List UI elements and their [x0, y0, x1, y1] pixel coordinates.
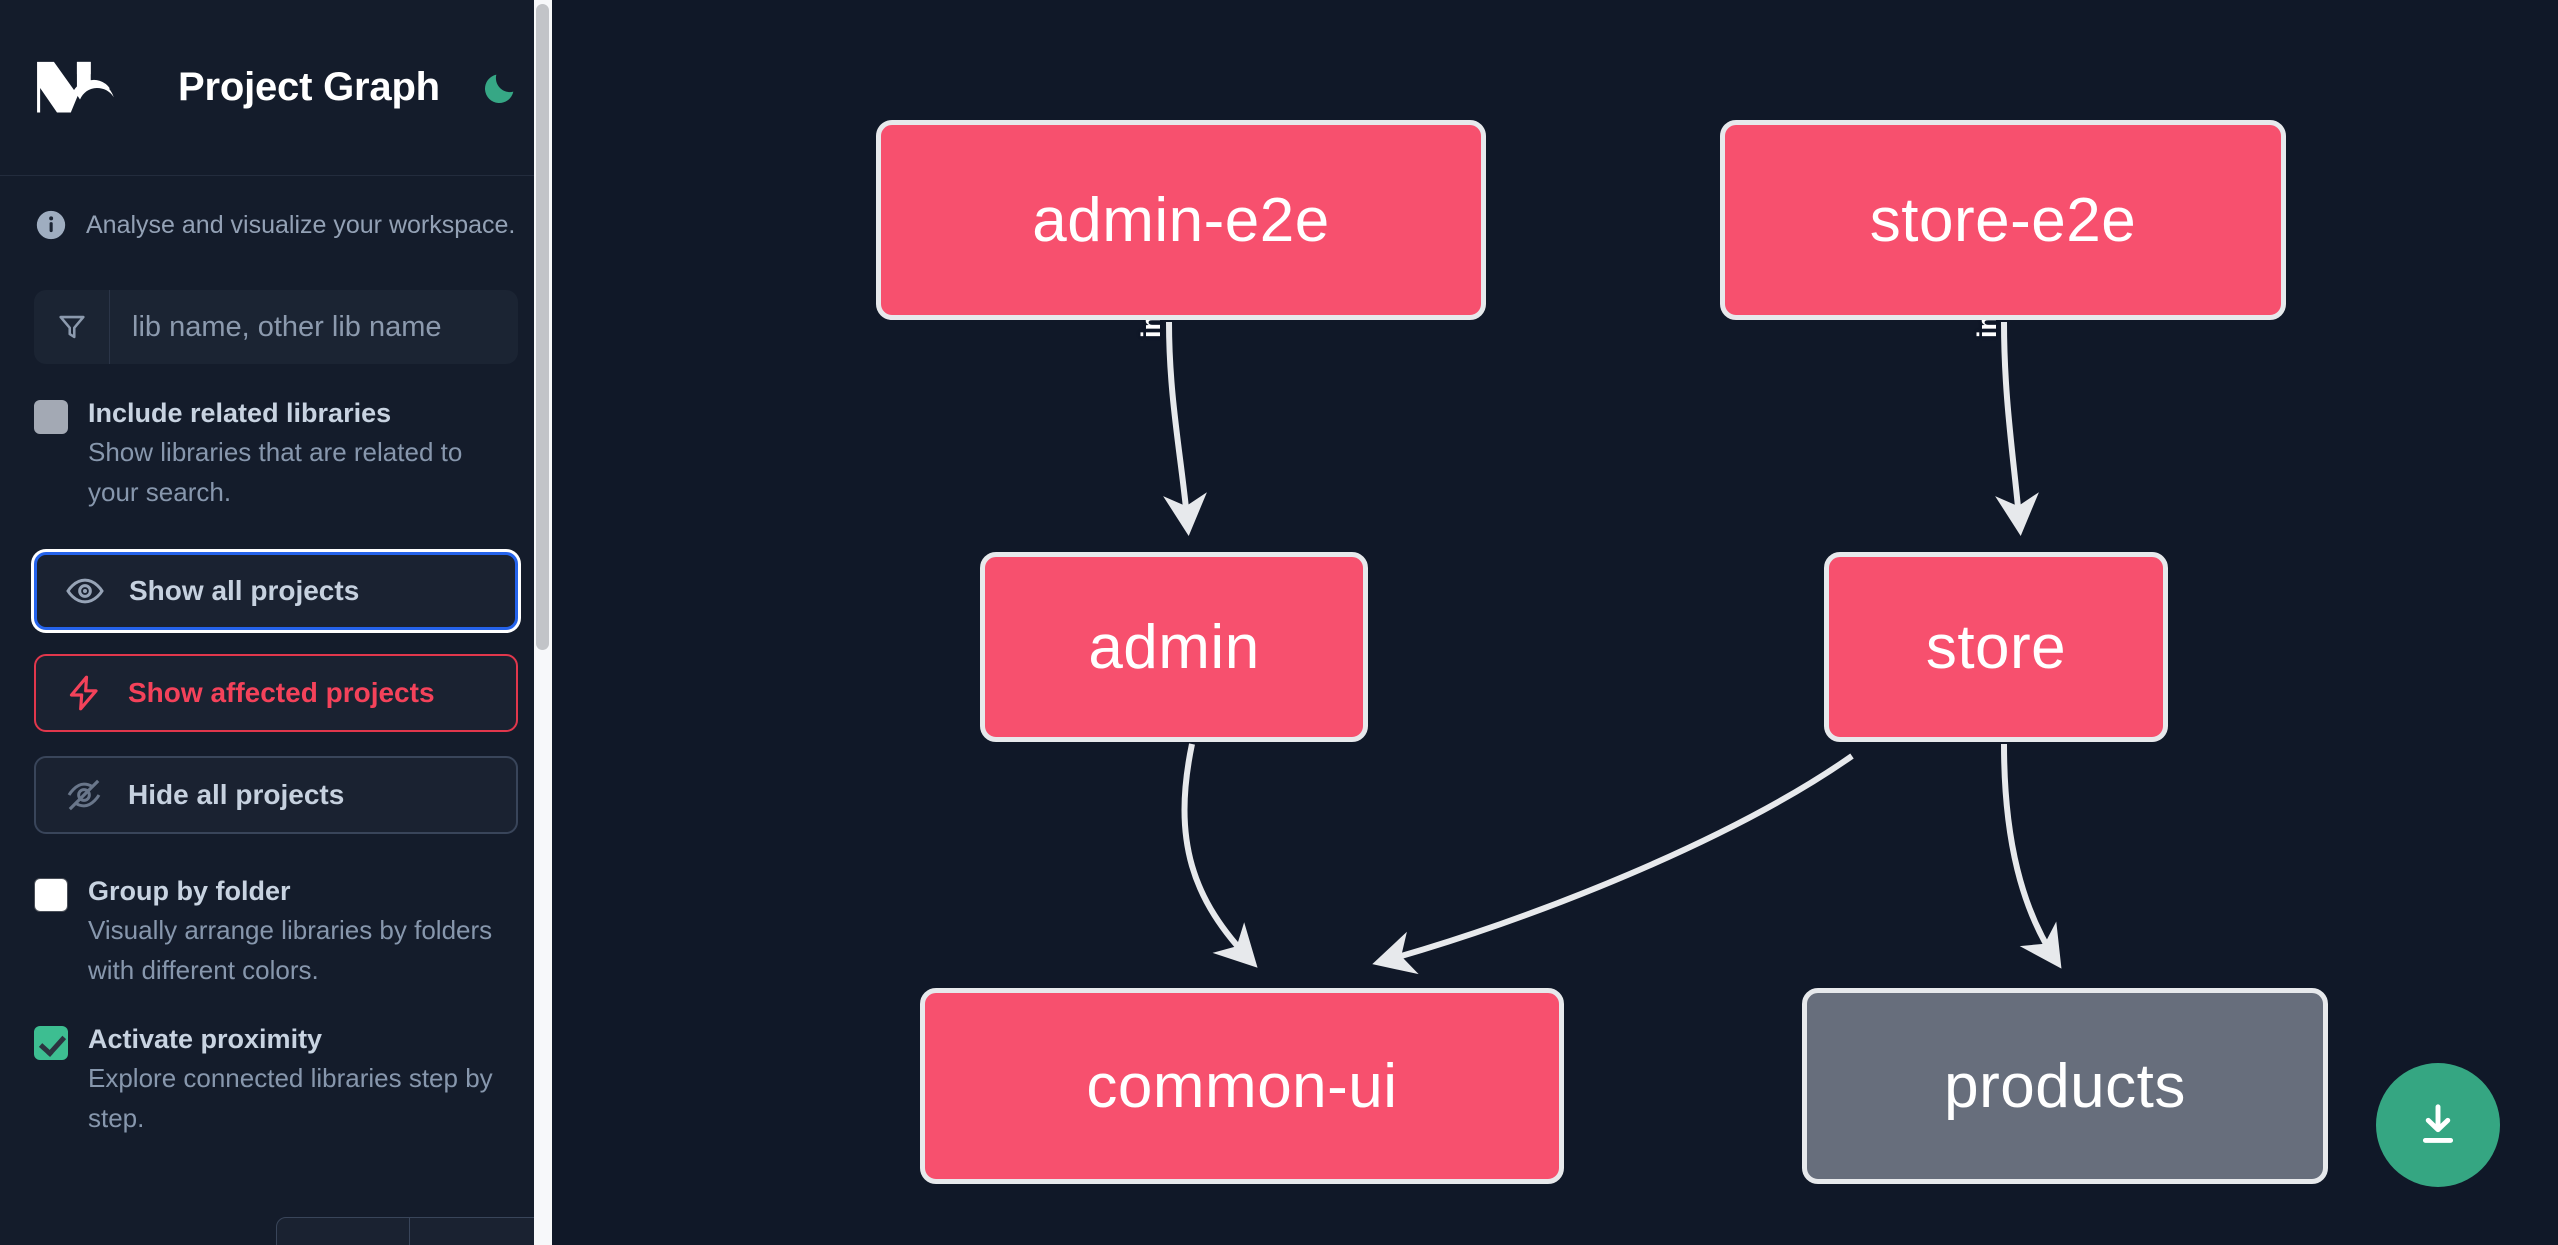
- group-by-folder-label: Group by folder: [88, 876, 291, 906]
- include-related-libraries-checkbox[interactable]: [34, 400, 68, 434]
- include-related-libraries-description: Show libraries that are related to your …: [88, 437, 463, 507]
- sidebar: Project Graph Analyse and visualize your…: [0, 0, 552, 1245]
- hide-all-projects-button[interactable]: Hide all projects: [34, 756, 518, 834]
- info-icon: [34, 208, 68, 242]
- edge-store-products: [2001, 743, 2062, 969]
- edge-admin-common-ui: [1181, 743, 1258, 968]
- search-box[interactable]: [34, 290, 518, 364]
- activate-proximity-checkbox[interactable]: [34, 1026, 68, 1060]
- subtitle-text: Analyse and visualize your workspace.: [86, 210, 516, 239]
- segment-2[interactable]: [410, 1218, 543, 1245]
- node-label: store-e2e: [1869, 185, 2137, 255]
- sidebar-scrollbar-thumb[interactable]: [536, 4, 549, 650]
- activate-proximity-description: Explore connected libraries step by step…: [88, 1063, 493, 1133]
- project-visibility-buttons: Show all projects Show affected projects: [0, 512, 552, 834]
- search-input[interactable]: [110, 290, 518, 364]
- moon-icon[interactable]: [480, 65, 520, 111]
- group-by-folder-description: Visually arrange libraries by folders wi…: [88, 915, 493, 985]
- graph-edges: [1163, 321, 2062, 975]
- eye-off-icon: [64, 775, 104, 815]
- page-title: Project Graph: [178, 65, 440, 109]
- node-label: products: [1944, 1051, 2186, 1121]
- graph-node-store-e2e[interactable]: store-e2e: [1720, 120, 2286, 320]
- edge-store-common-ui: [1372, 753, 1854, 975]
- proximity-step-segmented-control[interactable]: [276, 1217, 552, 1245]
- show-affected-projects-label: Show affected projects: [128, 677, 435, 708]
- checkbox-activate-proximity[interactable]: Activate proximity Explore connected lib…: [0, 990, 552, 1138]
- edge-admin-e2e-admin: [1163, 321, 1207, 536]
- graph-canvas[interactable]: implicit implicit admin-e2e store-e2e ad…: [552, 0, 2558, 1245]
- graph-node-common-ui[interactable]: common-ui: [920, 988, 1564, 1184]
- graph-node-admin-e2e[interactable]: admin-e2e: [876, 120, 1486, 320]
- show-all-projects-label: Show all projects: [129, 575, 360, 606]
- node-label: common-ui: [1086, 1051, 1398, 1121]
- eye-icon: [65, 571, 105, 611]
- download-icon[interactable]: [2376, 1063, 2500, 1187]
- graph-node-store[interactable]: store: [1824, 552, 2168, 742]
- group-by-folder-checkbox[interactable]: [34, 878, 68, 912]
- checkbox-group-by-folder[interactable]: Group by folder Visually arrange librari…: [0, 834, 552, 990]
- node-label: admin: [1088, 612, 1260, 682]
- graph-node-products[interactable]: products: [1802, 988, 2328, 1184]
- graph-node-admin[interactable]: admin: [980, 552, 1368, 742]
- edge-store-e2e-store: [1995, 321, 2039, 536]
- sidebar-header: Project Graph: [0, 0, 552, 176]
- show-affected-projects-button[interactable]: Show affected projects: [34, 654, 518, 732]
- sidebar-scrollbar-track[interactable]: [534, 0, 552, 1245]
- workspace-subtitle: Analyse and visualize your workspace.: [0, 176, 552, 242]
- segment-1[interactable]: [277, 1218, 410, 1245]
- hide-all-projects-label: Hide all projects: [128, 779, 345, 810]
- filter-icon: [34, 290, 110, 364]
- activate-proximity-label: Activate proximity: [88, 1024, 323, 1054]
- nx-logo: [34, 57, 126, 119]
- include-related-libraries-label: Include related libraries: [88, 398, 392, 428]
- lightning-icon: [64, 673, 104, 713]
- search-section: [0, 242, 552, 364]
- node-label: store: [1925, 612, 2067, 682]
- show-all-projects-button[interactable]: Show all projects: [34, 552, 518, 630]
- checkbox-include-related-libraries[interactable]: Include related libraries Show libraries…: [0, 364, 552, 512]
- node-label: admin-e2e: [1032, 185, 1330, 255]
